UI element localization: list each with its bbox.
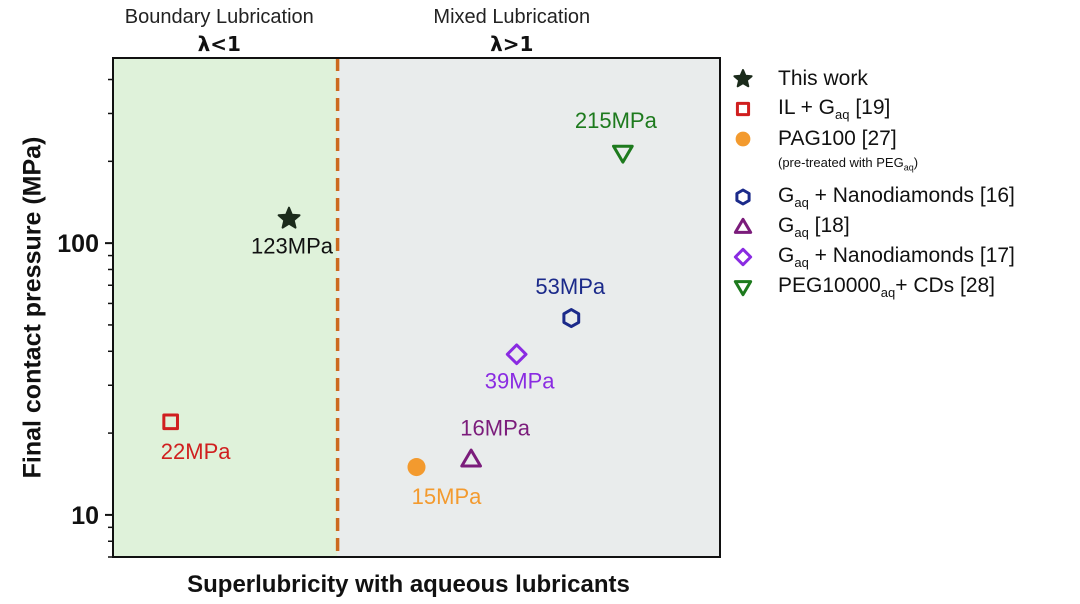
legend-item-6: PEG10000aq+ CDs [28] bbox=[728, 272, 1078, 302]
legend-item-4: Gaq [18] bbox=[728, 212, 1078, 242]
legend-label-3: Gaq + Nanodiamonds [16] bbox=[778, 183, 1015, 211]
y-tick-label-0: 10 bbox=[71, 502, 99, 530]
legend: This work IL + Gaq [19] PAG100 [27] (pre-tr… bbox=[728, 64, 1078, 302]
point-label-6: 215MPa bbox=[575, 108, 658, 133]
legend-marker-shape-3 bbox=[735, 188, 751, 206]
legend-marker-5 bbox=[733, 247, 753, 267]
point-1 bbox=[162, 413, 179, 431]
legend-marker-4 bbox=[733, 217, 753, 234]
point-label-2: 15MPa bbox=[412, 484, 482, 509]
legend-marker-shape-6 bbox=[733, 280, 753, 297]
legend-note-2: (pre-treated with PEGaq) bbox=[778, 155, 919, 173]
legend-marker-shape-1 bbox=[735, 101, 751, 117]
data-points: 123MPa 22MPa 15MPa 53MPa 16MPa 39MPa 215MPa bbox=[161, 108, 658, 509]
legend-marker-1 bbox=[735, 101, 751, 117]
region-0 bbox=[113, 58, 338, 557]
legend-item-1: IL + Gaq [19] bbox=[728, 94, 1078, 124]
region-labels: Boundary Lubrication λ<1 Mixed Lubrication… bbox=[125, 6, 590, 56]
legend-marker-shape-5 bbox=[733, 247, 753, 267]
point-label-0: 123MPa bbox=[251, 234, 334, 259]
region-condition-0: λ<1 bbox=[198, 32, 241, 56]
regions-layer bbox=[113, 58, 720, 557]
point-label-3: 53MPa bbox=[535, 274, 605, 299]
legend-marker-shape-4 bbox=[733, 217, 753, 234]
legend-item-5: Gaq + Nanodiamonds [17] bbox=[728, 242, 1078, 272]
point-2 bbox=[407, 458, 426, 477]
legend-marker-shape-2 bbox=[735, 131, 751, 147]
legend-item-2: PAG100 [27] bbox=[728, 124, 1078, 154]
legend-marker-3 bbox=[735, 188, 751, 206]
legend-label-5: Gaq + Nanodiamonds [17] bbox=[778, 243, 1015, 271]
point-label-5: 39MPa bbox=[485, 368, 555, 393]
y-axis-label: Final contact pressure (MPa) bbox=[19, 137, 47, 479]
y-tick-label-1: 100 bbox=[57, 230, 99, 258]
point-3 bbox=[562, 308, 581, 329]
plot-frame bbox=[112, 57, 721, 558]
legend-label-2: PAG100 [27] bbox=[778, 127, 897, 150]
y-axis: 10 100 bbox=[57, 78, 113, 558]
legend-label-0: This work bbox=[778, 67, 868, 90]
region-1 bbox=[337, 58, 720, 557]
point-5 bbox=[505, 343, 528, 366]
point-6 bbox=[612, 144, 634, 164]
legend-item-3: Gaq + Nanodiamonds [16] bbox=[728, 182, 1078, 212]
point-0 bbox=[277, 206, 301, 229]
legend-item-0: This work bbox=[728, 64, 1078, 94]
legend-marker-0 bbox=[733, 69, 753, 88]
x-axis-label: Superlubricity with aqueous lubricants bbox=[187, 571, 630, 598]
legend-label-4: Gaq [18] bbox=[778, 213, 850, 241]
region-name-0: Boundary Lubrication bbox=[125, 6, 314, 28]
point-label-1: 22MPa bbox=[161, 439, 231, 464]
region-name-1: Mixed Lubrication bbox=[433, 6, 590, 28]
legend-marker-shape-0 bbox=[733, 69, 753, 88]
legend-label-6: PEG10000aq+ CDs [28] bbox=[778, 273, 996, 301]
legend-marker-6 bbox=[733, 280, 753, 297]
point-label-4: 16MPa bbox=[460, 415, 530, 440]
region-condition-1: λ>1 bbox=[490, 32, 533, 56]
legend-label-1: IL + Gaq [19] bbox=[778, 95, 891, 123]
legend-marker-2 bbox=[735, 131, 751, 147]
point-4 bbox=[460, 448, 482, 468]
